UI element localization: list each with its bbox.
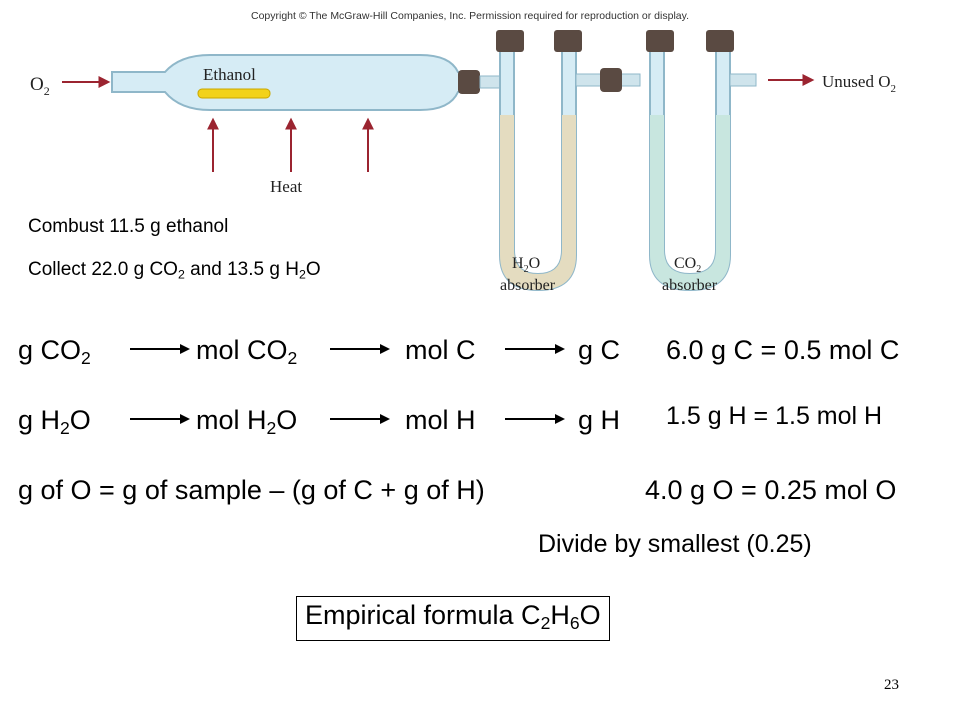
tube-connector [458,70,480,94]
h2o-absorber-label: H2O [512,255,540,275]
h-start: g H2O [18,405,91,438]
page-number: 23 [884,677,899,693]
co2-absorber-label: CO2 [674,255,701,275]
conversion-arrow [330,344,390,354]
collect-note: Collect 22.0 g CO2 and 13.5 g H2O [28,259,321,282]
combust-note: Combust 11.5 g ethanol [28,216,229,237]
oxygen-result: 4.0 g O = 0.25 mol O [645,475,897,505]
co2-absorber-tube [646,30,734,292]
conversion-arrow [505,344,565,354]
ethanol-dish [197,88,271,99]
empirical-formula-box: Empirical formula C2H6O [296,596,610,641]
c-step4: g C [578,335,621,365]
c-start: g CO2 [18,335,91,368]
conversion-arrow [330,414,390,424]
conversion-arrow [505,414,565,424]
c-result: 6.0 g C = 0.5 mol C [666,335,900,365]
co2-absorber-label: absorber [662,277,718,294]
conversion-arrow [130,414,190,424]
outlet-tube [729,73,757,87]
tube-connector [600,68,622,92]
divide-note: Divide by smallest (0.25) [538,530,812,558]
h-step3: mol H [405,405,476,435]
copyright-notice: Copyright © The McGraw-Hill Companies, I… [250,10,690,22]
o2-inlet-label: O2 [30,74,50,98]
h-step4: g H [578,405,621,435]
c-step3: mol C [405,335,476,365]
ethanol-label: Ethanol [203,65,256,84]
tube-connector [479,75,501,89]
unused-o2-label: Unused O2 [822,72,896,95]
h-step2: mol H2O [196,405,298,438]
c-step2: mol CO2 [196,335,298,368]
combustion-tube [111,54,476,111]
h2o-absorber-tube [496,30,582,292]
h-result: 1.5 g H = 1.5 mol H [666,402,883,430]
combustion-apparatus-diagram: O2 Ethanol Heat Unused O2 H2O absorber C… [30,30,896,294]
oxygen-equation: g of O = g of sample – (g of C + g of H) [18,475,485,505]
conversion-arrow [130,344,190,354]
heat-label: Heat [270,177,302,196]
h2o-absorber-label: absorber [500,277,556,294]
